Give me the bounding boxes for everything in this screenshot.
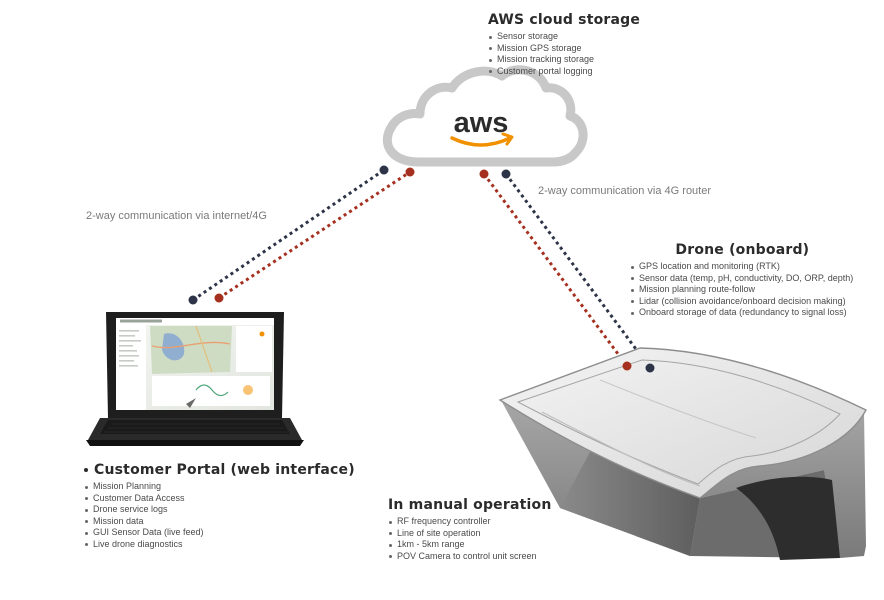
list-item: RF frequency controller (388, 516, 552, 528)
list-item: Mission GPS storage (488, 43, 640, 55)
aws-storage-title: AWS cloud storage (488, 12, 641, 28)
list-item: 1km - 5km range (388, 539, 552, 551)
customer-portal-list: Mission Planning Customer Data Access Dr… (84, 481, 355, 550)
list-item: Drone service logs (84, 504, 355, 516)
drone-onboard-list: GPS location and monitoring (RTK) Sensor… (630, 261, 853, 319)
link-endpoint-red (479, 169, 489, 179)
customer-portal-title: Customer Portal (web interface) (84, 462, 355, 478)
list-item: Mission planning route-follow (630, 284, 853, 296)
list-item: Mission data (84, 516, 355, 528)
aws-arrow-icon (501, 132, 514, 146)
list-item: Line of site operation (388, 528, 552, 540)
aws-logo-text: aws (454, 107, 509, 139)
list-item: POV Camera to control unit screen (388, 551, 552, 563)
list-item: Customer Data Access (84, 493, 355, 505)
list-item: Live drone diagnostics (84, 539, 355, 551)
list-item: Sensor data (temp, pH, conductivity, DO,… (630, 273, 853, 285)
drone-antenna-red (622, 361, 632, 371)
list-item: Lidar (collision avoidance/onboard decis… (630, 296, 853, 308)
customer-portal-block: Customer Portal (web interface) Mission … (84, 462, 355, 550)
drone-antenna-navy (645, 363, 655, 373)
manual-operation-title: In manual operation (388, 497, 552, 513)
list-item: Customer portal logging (488, 66, 640, 78)
aws-storage-list: Sensor storage Mission GPS storage Missi… (488, 31, 640, 77)
drone-illustration (498, 347, 867, 560)
link-endpoint-navy (188, 295, 198, 305)
aws-storage-block: AWS cloud storage Sensor storage Mission… (488, 12, 640, 77)
list-item: Mission tracking storage (488, 54, 640, 66)
aws-smile-icon (450, 136, 512, 147)
manual-operation-list: RF frequency controller Line of site ope… (388, 516, 552, 562)
link-label-internet: 2-way communication via internet/4G (86, 210, 267, 222)
link-endpoint-red (405, 167, 415, 177)
aws-cloud: aws (382, 65, 588, 167)
link-endpoint-red (214, 293, 224, 303)
list-item: GPS location and monitoring (RTK) (630, 261, 853, 273)
laptop-illustration (86, 312, 304, 446)
manual-operation-block: In manual operation RF frequency control… (388, 497, 552, 562)
list-item: Sensor storage (488, 31, 640, 43)
list-item: Mission Planning (84, 481, 355, 493)
link-label-router: 2-way communication via 4G router (538, 185, 712, 197)
drone-onboard-title: Drone (onboard) (675, 242, 810, 258)
link-endpoint-navy (379, 165, 389, 175)
link-laptop-cloud (188, 165, 415, 305)
link-cloud-drone (479, 169, 652, 369)
list-item: Onboard storage of data (redundancy to s… (630, 307, 853, 319)
list-item: GUI Sensor Data (live feed) (84, 527, 355, 539)
drone-onboard-block: Drone (onboard) GPS location and monitor… (630, 242, 853, 319)
link-endpoint-navy (501, 169, 511, 179)
